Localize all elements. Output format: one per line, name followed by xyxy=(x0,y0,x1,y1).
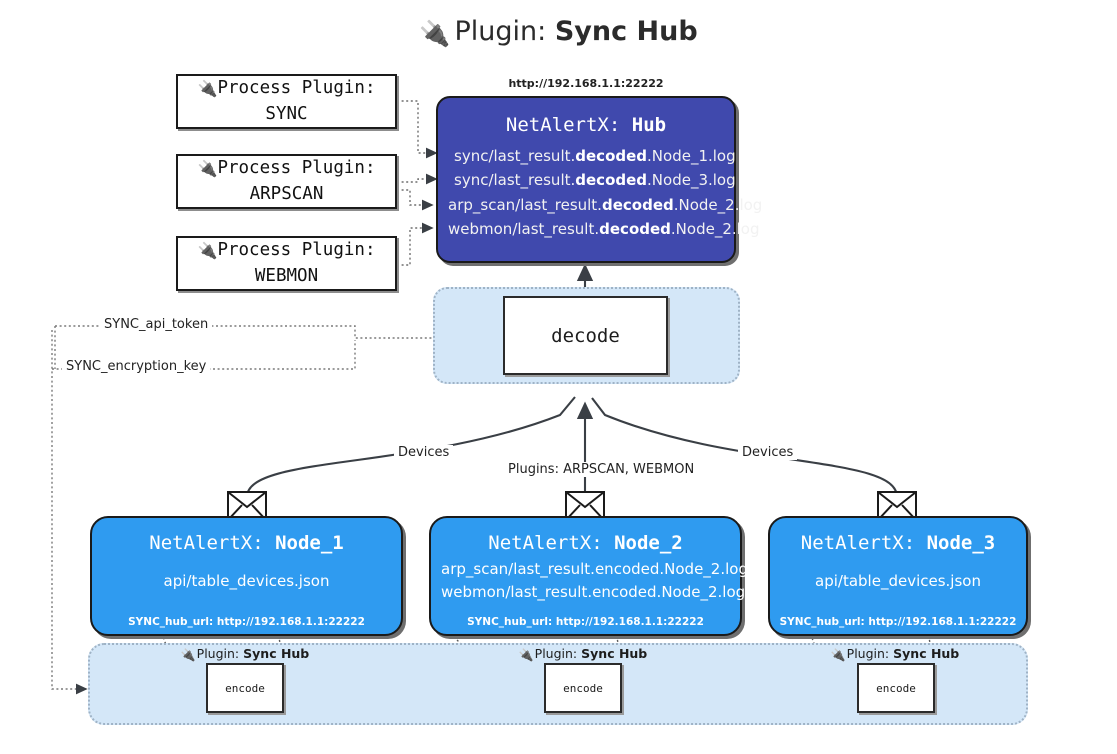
process-plugin-box-webmon[interactable]: 🔌Process Plugin: WEBMON xyxy=(176,236,397,291)
process-plugin-box-sync[interactable]: 🔌Process Plugin: SYNC xyxy=(176,74,397,129)
plug-icon: 🔌 xyxy=(197,79,218,99)
plug-icon: 🔌 xyxy=(518,648,534,662)
process-plugin-line1: 🔌Process Plugin: xyxy=(197,240,376,261)
plug-icon: 🔌 xyxy=(419,19,451,48)
hub-node[interactable]: NetAlertX: Hub sync/last_result.decoded.… xyxy=(436,96,763,263)
encode-box-node-1[interactable]: encode xyxy=(206,663,284,713)
hub-url-label: http://192.168.1.1:22222 xyxy=(508,77,664,90)
process-plugin-name: ARPSCAN xyxy=(249,183,324,204)
hub-log-line: webmon/last_result.decoded.Node_2.log xyxy=(448,219,760,238)
hub-log-line: sync/last_result.decoded.Node_1.log xyxy=(454,147,736,165)
sync-encryption-key-label: SYNC_encryption_key xyxy=(62,359,211,374)
node-1[interactable]: NetAlertX: Node_1 api/table_devices.json… xyxy=(90,516,403,636)
sync-api-token-label: SYNC_api_token xyxy=(100,317,213,332)
node-hub-url: SYNC_hub_url: http://192.168.1.1:22222 xyxy=(779,616,1017,628)
plugins-label-center: Plugins: ARPSCAN, WEBMON xyxy=(504,462,699,477)
plug-icon: 🔌 xyxy=(830,648,846,662)
title-prefix: Plugin: xyxy=(454,16,547,47)
plugin-tag-node-3: 🔌Plugin: Sync Hub xyxy=(830,646,960,662)
node-title: NetAlertX: Node_1 xyxy=(149,532,344,554)
plug-icon: 🔌 xyxy=(197,241,218,261)
title-name: Sync Hub xyxy=(554,16,698,47)
process-plugin-line1: 🔌Process Plugin: xyxy=(197,158,376,179)
node-content-line: arp_scan/last_result.encoded.Node_2.log xyxy=(441,560,748,578)
plug-icon: 🔌 xyxy=(180,648,196,662)
plug-icon: 🔌 xyxy=(197,159,218,179)
plugin-tag-node-2: 🔌Plugin: Sync Hub xyxy=(518,646,648,662)
plugin-tag-node-1: 🔌Plugin: Sync Hub xyxy=(180,646,310,662)
node-hub-url: SYNC_hub_url: http://192.168.1.1:22222 xyxy=(467,616,704,628)
devices-label-right: Devices xyxy=(738,445,798,460)
encode-box-node-3[interactable]: encode xyxy=(857,663,935,713)
process-plugin-line1: 🔌Process Plugin: xyxy=(197,78,376,99)
node-hub-url: SYNC_hub_url: http://192.168.1.1:22222 xyxy=(128,616,365,628)
envelope-icon xyxy=(565,491,605,521)
node-title: NetAlertX: Node_3 xyxy=(800,532,996,554)
encode-box-node-2[interactable]: encode xyxy=(544,663,622,713)
node-content-line: webmon/last_result.encoded.Node_2.log xyxy=(441,583,746,602)
decode-box[interactable]: decode xyxy=(503,296,668,375)
page-title: 🔌Plugin: Sync Hub xyxy=(0,16,1117,49)
node-title: NetAlertX: Node_2 xyxy=(488,532,683,554)
hub-log-line: arp_scan/last_result.decoded.Node_2.log xyxy=(448,195,763,214)
hub-title: NetAlertX: Hub xyxy=(505,114,667,136)
process-plugin-name: WEBMON xyxy=(254,265,319,286)
node-content-line: api/table_devices.json xyxy=(815,572,981,590)
devices-label-left: Devices xyxy=(394,445,454,460)
hub-log-line: sync/last_result.decoded.Node_3.log xyxy=(454,171,736,190)
node-content-line: api/table_devices.json xyxy=(163,572,330,590)
node-2[interactable]: NetAlertX: Node_2 arp_scan/last_result.e… xyxy=(429,516,748,636)
process-plugin-name: SYNC xyxy=(265,103,308,124)
process-plugin-box-arpscan[interactable]: 🔌Process Plugin: ARPSCAN xyxy=(176,154,397,209)
node-3[interactable]: NetAlertX: Node_3 api/table_devices.json… xyxy=(768,516,1028,636)
